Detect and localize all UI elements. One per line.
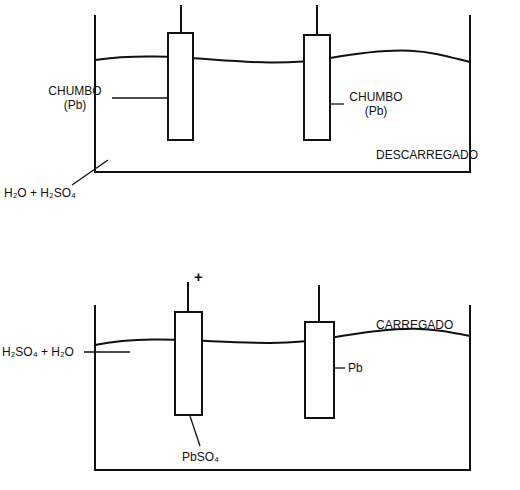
part-label: PbSO₄ (182, 450, 219, 464)
leader-line (84, 351, 130, 352)
leader-line (190, 416, 200, 446)
electrolyte-label: H₂O + H₂SO₄ (4, 186, 76, 200)
leader-line (72, 160, 108, 185)
terminal (318, 285, 320, 322)
electrolyte-label: H₂SO₄ + H₂O (2, 345, 74, 359)
terminal (187, 282, 189, 312)
state-label: CARREGADO (376, 318, 453, 332)
leader-line (330, 103, 344, 104)
part-label: CHUMBO (Pb) (346, 90, 406, 118)
part-label: Pb (348, 361, 363, 375)
state-label: DESCARREGADO (376, 148, 478, 162)
polarity-sign: + (194, 270, 203, 284)
electrolyte-level (95, 50, 470, 62)
electrode (168, 33, 193, 140)
electrode (305, 322, 334, 418)
electrode (175, 312, 202, 415)
terminal (316, 5, 318, 35)
part-label: CHUMBO (Pb) (40, 84, 110, 112)
leader-line (334, 367, 345, 368)
terminal (180, 5, 182, 33)
electrode (304, 35, 330, 140)
container (95, 305, 470, 470)
leader-line (112, 97, 168, 98)
